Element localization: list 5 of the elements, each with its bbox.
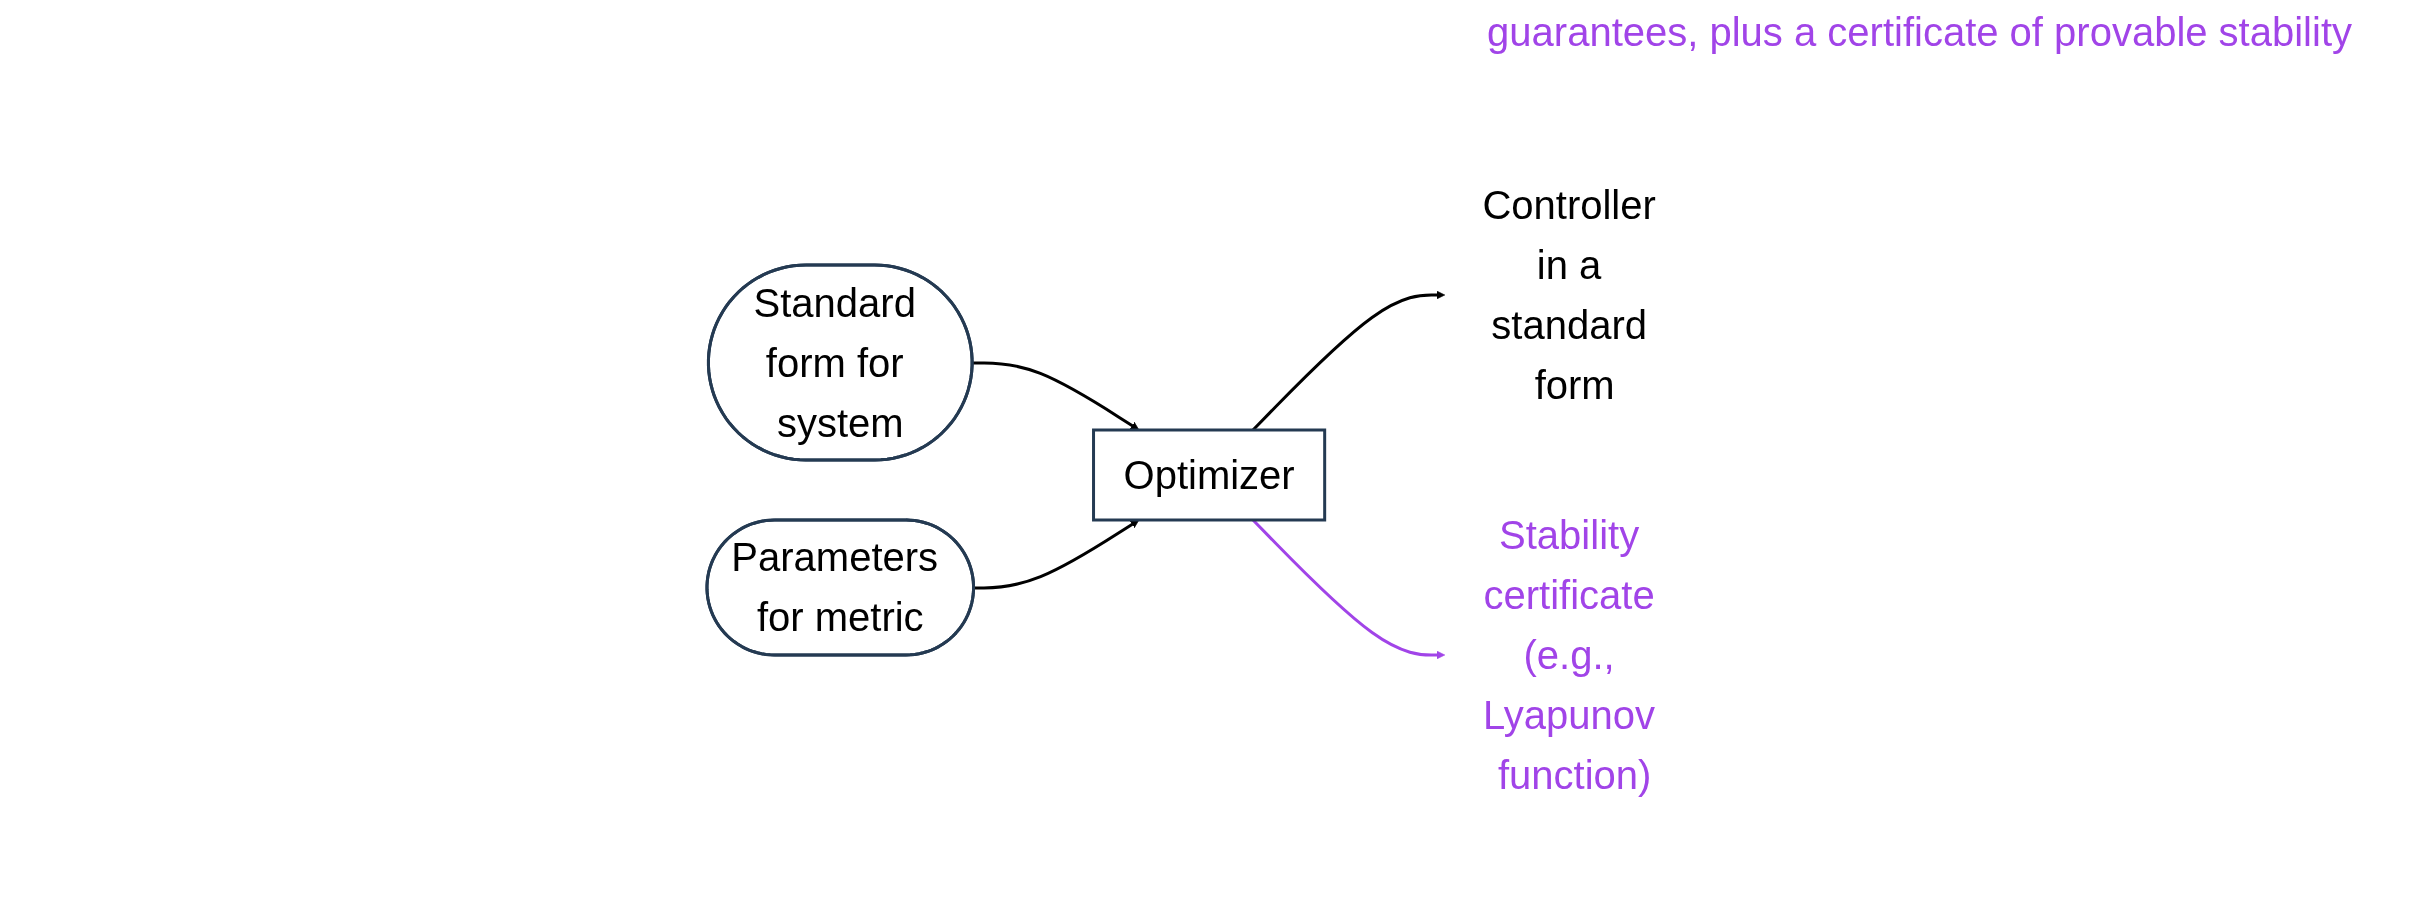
node-box: Optimizer bbox=[1092, 428, 1327, 522]
arrow bbox=[972, 361, 1140, 431]
node-text: Stability certificate (e.g., Lyapunov function) bbox=[1483, 513, 1656, 797]
note-text: guarantees, plus a certificate of provable stability bbox=[1487, 10, 2352, 55]
node-text: Controller in a standard form bbox=[1482, 183, 1656, 407]
